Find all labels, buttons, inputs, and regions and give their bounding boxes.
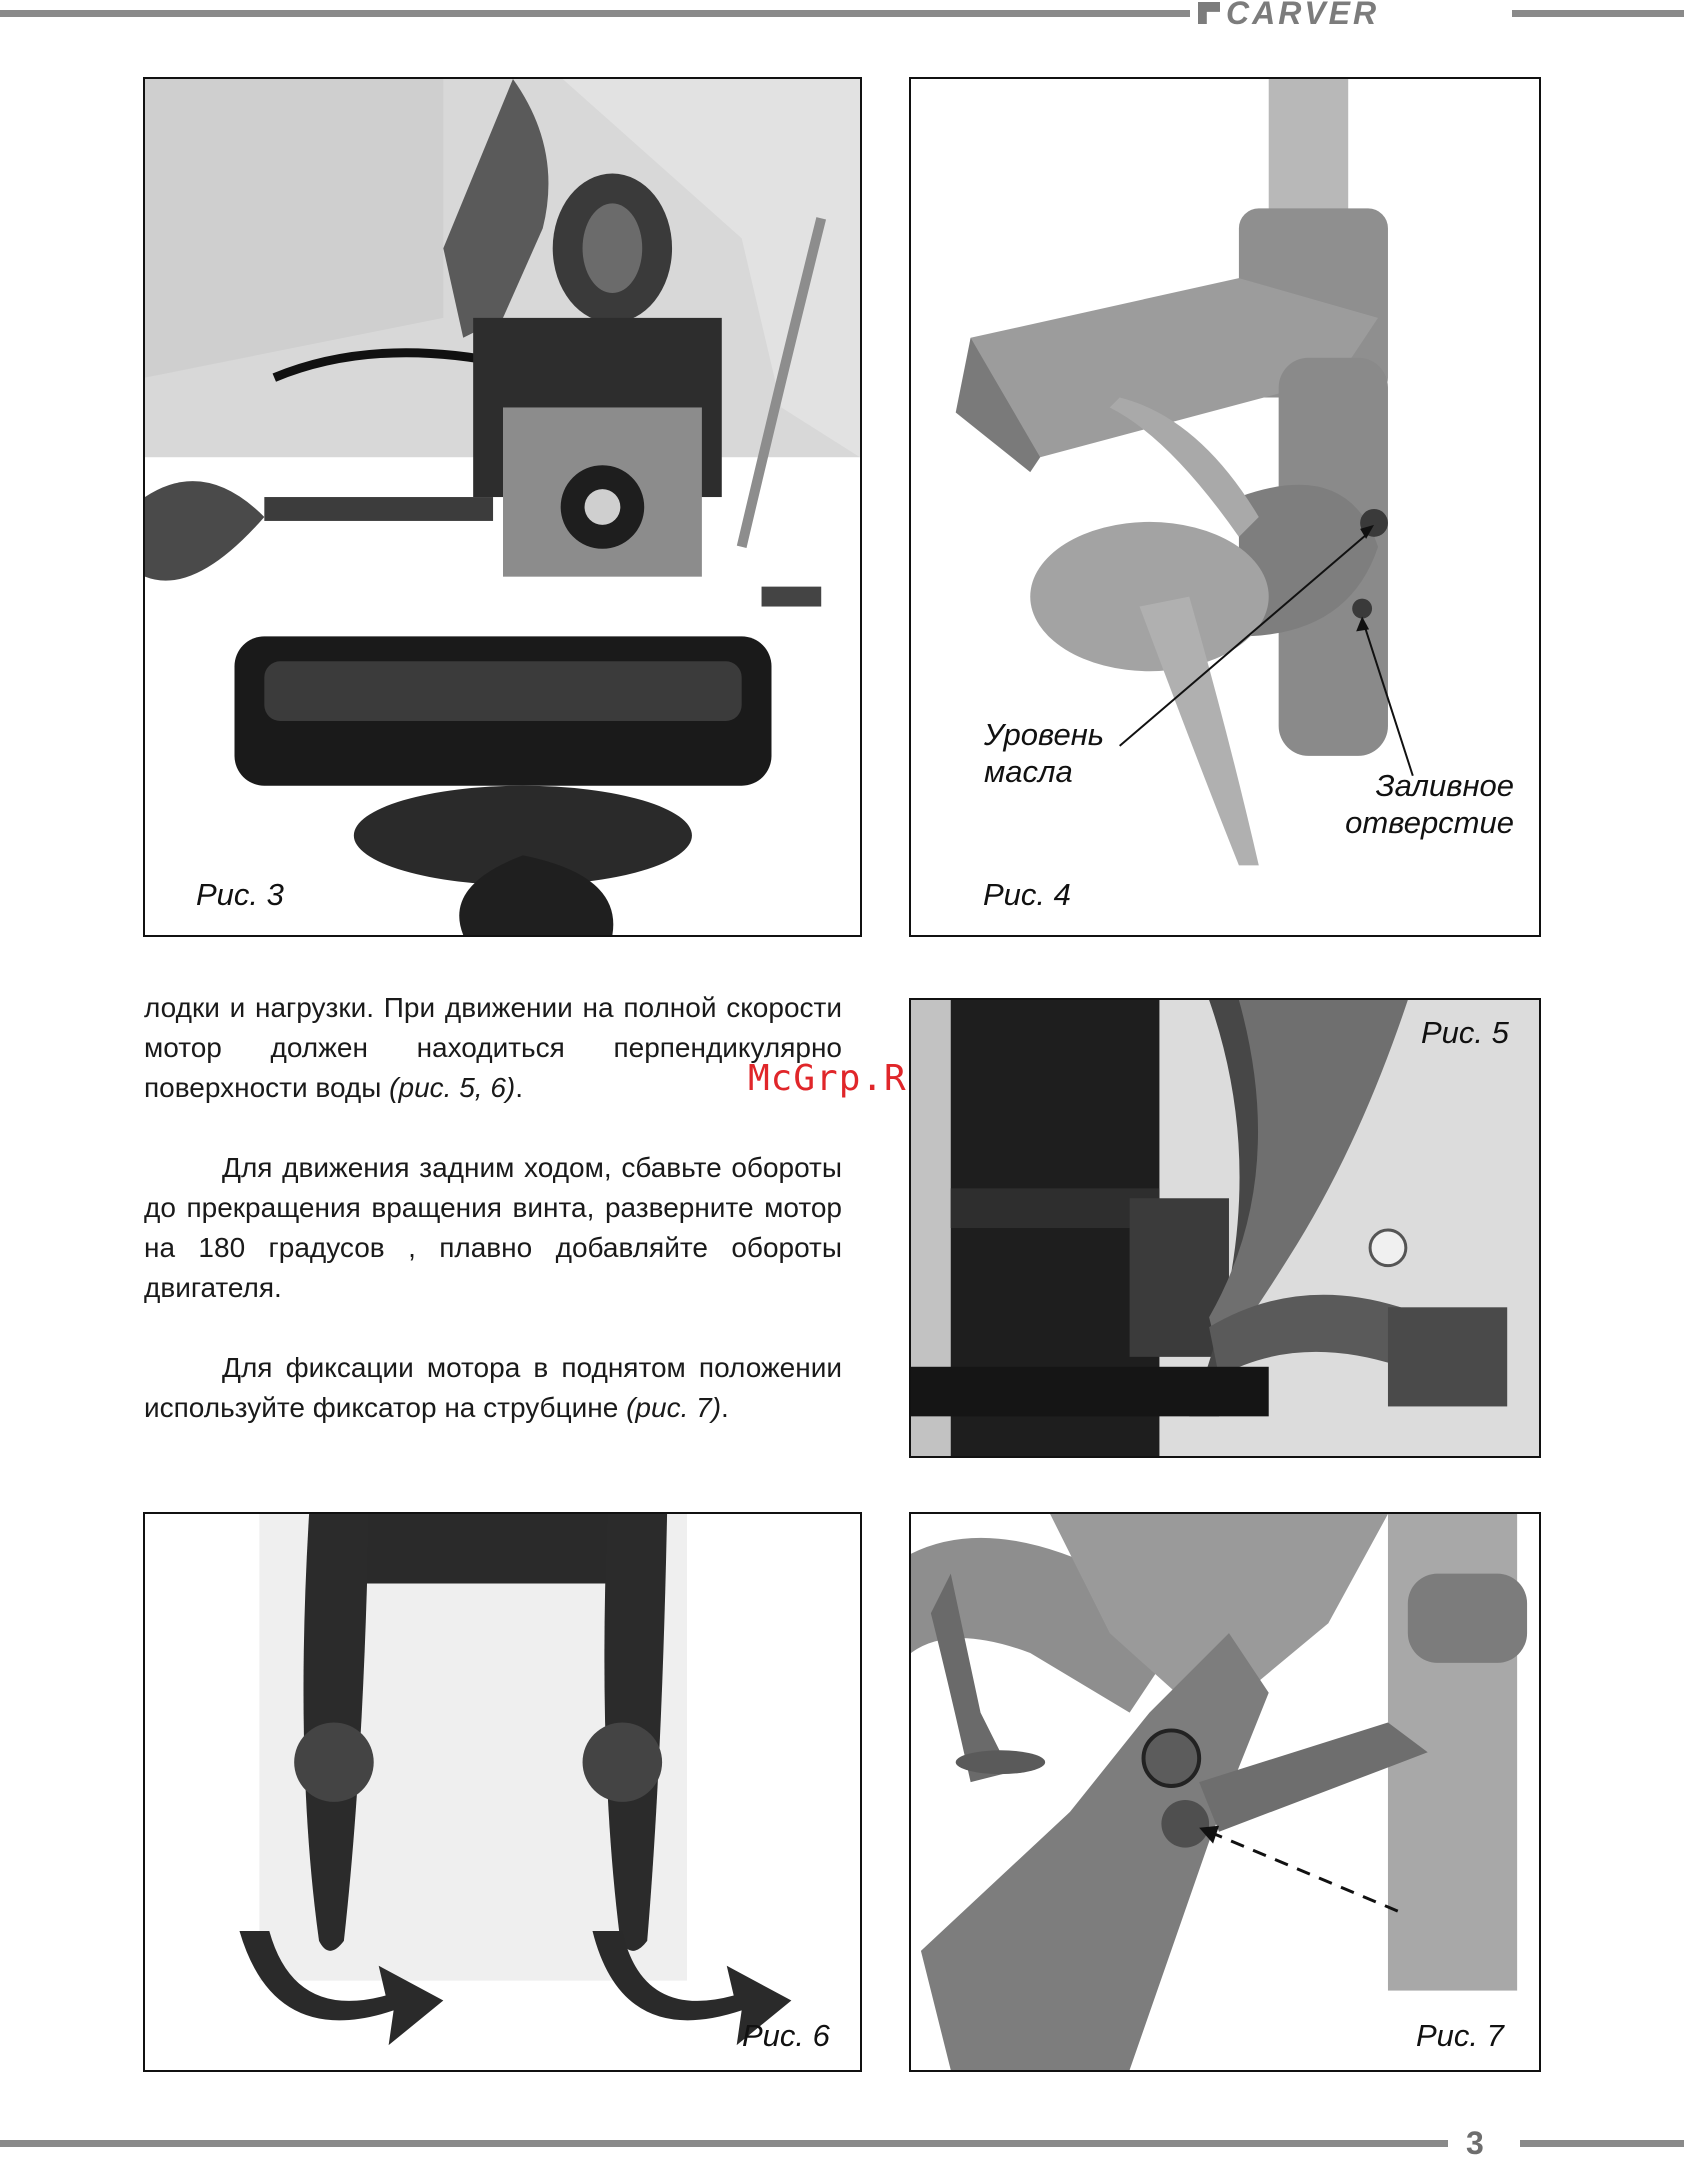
watermark: McGrp.Ru	[748, 1058, 930, 1099]
paragraph-2: Для движения задним ходом, сбавьте оборо…	[144, 1152, 842, 1303]
oil-level-line-2: масла	[984, 754, 1073, 789]
figure-5	[909, 998, 1541, 1458]
paragraph-1-ref: (рис. 5, 6)	[389, 1072, 516, 1103]
paragraph-1-end: .	[515, 1072, 524, 1103]
footer-rule	[0, 2140, 1448, 2147]
figure-4-caption: Рис. 4	[983, 877, 1071, 912]
oil-level-line-1: Уровень	[984, 717, 1105, 752]
header-rule-right	[1512, 10, 1684, 17]
filler-line-2: отверстие	[1345, 805, 1514, 840]
figure-7-caption: Рис. 7	[1416, 2018, 1504, 2053]
brand-mark-icon	[1198, 2, 1220, 24]
paragraph-3-text: Для фиксации мотора в поднятом положении…	[144, 1352, 842, 1423]
figure-7	[909, 1512, 1541, 2072]
brand-name: CARVER	[1226, 0, 1380, 31]
body-text: лодки и нагрузки. При движении на полной…	[144, 988, 842, 1468]
filler-line-1: Заливное	[1375, 768, 1514, 803]
footer-rule-right	[1520, 2140, 1684, 2147]
gearbox-photo	[911, 79, 1539, 935]
figure-4-label-filler: Заливное отверстие	[1318, 767, 1514, 841]
figure-3	[143, 77, 862, 937]
brand-logo: CARVER	[1198, 0, 1379, 31]
tiller-bracket-photo	[911, 1000, 1539, 1456]
figure-3-caption: Рис. 3	[196, 877, 284, 912]
lock-pin-photo	[911, 1514, 1539, 2070]
paragraph-3-end: .	[721, 1392, 729, 1423]
figure-4-label-oil-level: Уровень масла	[984, 716, 1104, 790]
figure-5-caption: Рис. 5	[1421, 1015, 1509, 1050]
paragraph-3-ref: (рис. 7)	[626, 1392, 722, 1423]
figure-6-caption: Рис. 6	[742, 2018, 830, 2053]
figure-6	[143, 1512, 862, 2072]
page-number: 3	[1466, 2125, 1484, 2161]
paragraph-1: лодки и нагрузки. При движении на полной…	[144, 988, 842, 1108]
paragraph-3: Для фиксации мотора в поднятом положении…	[144, 1348, 842, 1428]
figure-4	[909, 77, 1541, 937]
header-rule	[0, 10, 1190, 17]
clamp-legs-photo	[145, 1514, 860, 2070]
paragraph-1-text: лодки и нагрузки. При движении на полной…	[144, 992, 842, 1103]
carburetor-photo	[145, 79, 860, 935]
